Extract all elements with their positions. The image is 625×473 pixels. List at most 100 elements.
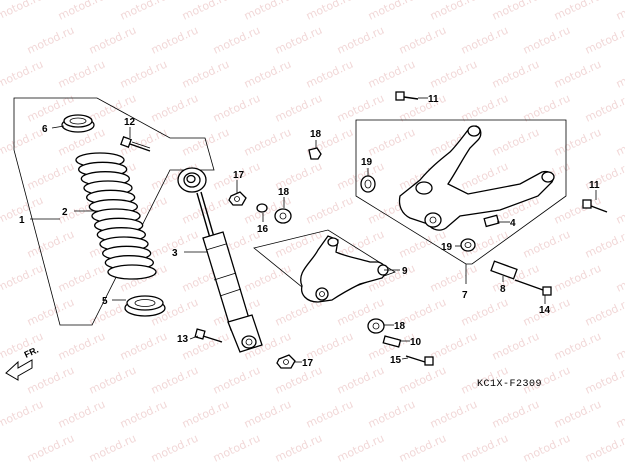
watermark-text: motod.ru xyxy=(273,92,324,125)
spring-seat-upper xyxy=(61,114,95,133)
seal-18-top xyxy=(308,147,322,160)
callout-2: 2 xyxy=(62,207,68,218)
callout-10: 10 xyxy=(410,337,422,348)
callout-1: 1 xyxy=(19,215,25,226)
watermark-text: motod.ru xyxy=(397,24,448,57)
watermark-text: motod.ru xyxy=(25,432,76,465)
collar-10 xyxy=(382,335,402,348)
watermark-text: motod.ru xyxy=(459,24,510,57)
callout-17-lower: 17 xyxy=(302,358,314,369)
callout-7: 7 xyxy=(462,290,468,301)
watermark-text: motod.ru xyxy=(335,24,386,57)
watermark-text: motod.ru xyxy=(304,58,355,91)
callout-14: 14 xyxy=(539,305,551,316)
arm-group-outline xyxy=(355,119,567,265)
diagram-code: KC1X-F2309 xyxy=(477,379,542,390)
callout-12: 12 xyxy=(124,117,136,128)
watermark-text: motod.ru xyxy=(614,194,625,227)
watermark-text: motod.ru xyxy=(490,398,541,431)
watermark-text: motod.ru xyxy=(366,126,417,159)
bolt-12 xyxy=(120,136,151,152)
watermark-text: motod.ru xyxy=(366,0,417,23)
watermark-text: motod.ru xyxy=(583,92,625,125)
callout-11-top: 11 xyxy=(428,94,439,105)
watermark-text: motod.ru xyxy=(583,228,625,261)
watermark-text: motod.ru xyxy=(149,364,200,397)
watermark-text: motod.ru xyxy=(211,92,262,125)
seal-18-left xyxy=(274,208,292,224)
callouts: 1 2 3 4 5 6 7 8 9 10 11 11 12 13 14 15 1… xyxy=(19,94,600,369)
watermark-text: motod.ru xyxy=(180,58,231,91)
watermark-text: motod.ru xyxy=(87,432,138,465)
watermark-text: motod.ru xyxy=(0,0,45,23)
watermark-text: motod.ru xyxy=(583,432,625,465)
watermark-text: motod.ru xyxy=(273,24,324,57)
collar-8 xyxy=(490,260,518,280)
watermark-text: motod.ru xyxy=(0,126,45,159)
spring-coil xyxy=(107,264,157,280)
callout-5: 5 xyxy=(102,296,108,307)
watermark-text: motod.ru xyxy=(25,228,76,261)
bearing-19-top xyxy=(360,175,376,193)
callout-3: 3 xyxy=(172,248,178,259)
bushing-16 xyxy=(256,203,268,213)
watermark-text: motod.ru xyxy=(87,24,138,57)
callout-11-right: 11 xyxy=(589,180,600,191)
watermark-text: motod.ru xyxy=(614,330,625,363)
watermark-text: motod.ru xyxy=(242,126,293,159)
watermark-text: motod.ru xyxy=(521,432,572,465)
watermark-text: motod.ru xyxy=(149,92,200,125)
watermark-text: motod.ru xyxy=(56,262,107,295)
watermark-text: motod.ru xyxy=(0,262,45,295)
callout-4: 4 xyxy=(510,218,516,229)
watermark-text: motod.ru xyxy=(0,398,45,431)
nut-17-lower xyxy=(276,354,296,369)
watermark-text: motod.ru xyxy=(304,398,355,431)
callout-8: 8 xyxy=(500,284,506,295)
watermark-text: motod.ru xyxy=(149,432,200,465)
watermark-text: motod.ru xyxy=(87,364,138,397)
callout-15: 15 xyxy=(390,355,402,366)
watermark-text: motod.ru xyxy=(25,296,76,329)
callout-18-lower: 18 xyxy=(394,321,406,332)
nut-17-upper xyxy=(228,191,247,206)
callout-18-top: 18 xyxy=(310,129,322,140)
watermark-text: motod.ru xyxy=(242,58,293,91)
watermark-text: motod.ru xyxy=(614,0,625,23)
watermark-text: motod.ru xyxy=(242,262,293,295)
watermark-text: motod.ru xyxy=(521,228,572,261)
watermark-text: motod.ru xyxy=(180,398,231,431)
watermark-text: motod.ru xyxy=(211,432,262,465)
callout-17-upper: 17 xyxy=(233,170,245,181)
callout-16: 16 xyxy=(257,224,269,235)
watermark-text: motod.ru xyxy=(118,58,169,91)
bolt-11-top xyxy=(395,91,419,101)
watermark-text: motod.ru xyxy=(614,58,625,91)
watermark-text: motod.ru xyxy=(25,160,76,193)
watermark-text: motod.ru xyxy=(428,398,479,431)
bolt-14 xyxy=(514,279,552,296)
watermark-text: motod.ru xyxy=(304,194,355,227)
watermark-text: motod.ru xyxy=(552,58,603,91)
watermark-text: motod.ru xyxy=(211,24,262,57)
watermark-text: motod.ru xyxy=(335,364,386,397)
watermark-text: motod.ru xyxy=(459,432,510,465)
watermark-text: motod.ru xyxy=(428,0,479,23)
bearing-19-bottom xyxy=(460,238,476,252)
watermark-text: motod.ru xyxy=(0,330,45,363)
watermark-text: motod.ru xyxy=(366,398,417,431)
shock-link-9 xyxy=(253,229,396,303)
watermark-text: motod.ru xyxy=(273,432,324,465)
watermark-text: motod.ru xyxy=(521,24,572,57)
watermark-text: motod.ru xyxy=(428,330,479,363)
watermark-text: motod.ru xyxy=(552,126,603,159)
watermark-text: motod.ru xyxy=(490,0,541,23)
callout-13: 13 xyxy=(177,334,189,345)
watermark-text: motod.ru xyxy=(25,364,76,397)
bolt-11-right xyxy=(582,199,608,213)
watermark-text: motod.ru xyxy=(242,398,293,431)
callout-6: 6 xyxy=(42,124,48,135)
watermark-text: motod.ru xyxy=(180,0,231,23)
watermark-text: motod.ru xyxy=(583,364,625,397)
watermark-text: motod.ru xyxy=(552,262,603,295)
